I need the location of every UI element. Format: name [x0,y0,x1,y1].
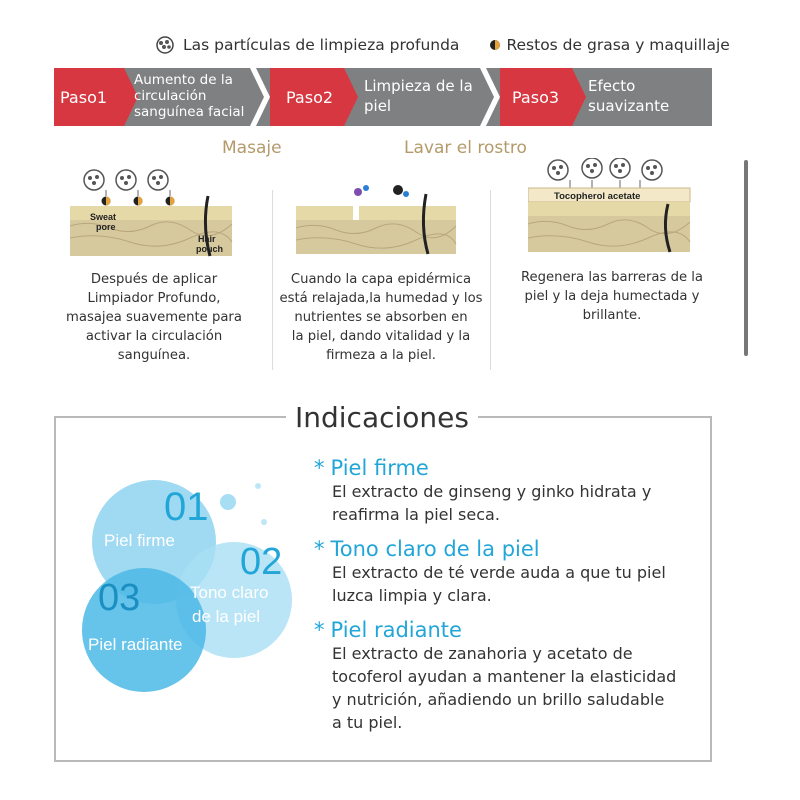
nutrient-icon [403,191,409,197]
phase-massage: Masaje [222,138,282,158]
circle-piel-radiante [82,568,206,692]
particle-icon [641,159,663,181]
indication-text-line: luzca limpia y clara. [332,586,492,605]
desc-line: piel y la deja humectada y [524,289,700,304]
steps-bar: Paso1 Aumento de la circulación sanguíne… [54,68,712,126]
desc-line: Regenera las barreras de la [520,270,704,285]
circle-num-01: 01 [164,485,209,529]
step-1-arrow [124,68,138,126]
residue-icon [490,40,501,50]
legend-item-particles: Las partículas de limpieza profunda [152,36,459,54]
tocopherol-label: Tocopherol acetate [554,191,640,202]
panel-divider [490,190,491,370]
circle-num-03: 03 [98,577,140,619]
step-3-desc: Efecto suavizante [588,76,669,116]
indication-text-line: tocoferol ayudan a mantener la elasticid… [332,667,677,686]
indications-circles: 01 Piel firme 02 Tono claro de la piel 0… [82,480,292,692]
step-divider-arrow [480,68,500,126]
indications-title: Indicaciones [295,401,469,434]
particle-icon [83,169,105,191]
particle-icon [581,158,603,179]
panel-3-description: Regenera las barreras de la piel y la de… [512,268,712,325]
nutrient-icon [363,185,369,191]
indication-text-line: reafirma la piel seca. [332,505,500,524]
indications-title-wrap: Indicaciones [286,398,478,438]
decor-dot [261,519,267,525]
indication-item-1: *Piel firme El extracto de ginseng y gin… [314,456,651,526]
pore-label: pore [96,222,116,232]
step-3-desc-line: suavizante [588,97,670,115]
indication-item-2: *Tono claro de la piel El extracto de té… [314,537,666,607]
step-2-arrow [344,68,358,126]
residue-icon [393,185,403,195]
step-3-desc-line: Efecto [588,77,636,95]
skin-diagram-wash [296,185,457,255]
star-icon: * [314,456,325,480]
desc-line: Limpiador Profundo, [87,291,221,306]
desc-line: firmeza a la piel. [326,348,436,363]
scrollbar[interactable] [744,160,748,356]
skin-diagram-massage: Sweat pore Hair pouch [70,169,233,257]
indication-text-line: El extracto de zanahoria y acetato de [332,644,633,663]
star-icon: * [314,537,325,561]
step-2-desc-line: piel [364,97,392,115]
legend-particles-label: Las partículas de limpieza profunda [183,36,460,54]
circle-label-02: de la piel [192,607,260,626]
desc-line: nutrientes se absorben en [294,310,468,325]
step-1-desc-line: circulación [134,88,207,104]
particle-icon [547,159,569,181]
panel-divider [272,190,273,370]
desc-line: Después de aplicar [90,272,218,287]
step-1-desc-line: sanguínea facial [134,104,245,120]
step-2-label: Paso2 [270,68,344,126]
particles-icon [156,36,174,54]
desc-line: brillante. [582,308,642,323]
indication-item-3: *Piel radiante El extracto de zanahoria … [314,618,676,734]
particle-icon [609,158,631,179]
decor-dot [220,494,236,510]
step-divider-arrow [250,68,270,126]
desc-line: masajea suavemente para [66,310,242,325]
indication-text-line: a tu piel. [332,713,403,732]
circle-num-02: 02 [240,541,282,583]
desc-line: está relajada,la humedad y los [279,291,483,306]
indication-text-line: y nutrición, añadiendo un brillo saludab… [332,690,665,709]
indication-title: Tono claro de la piel [330,537,540,561]
indication-text-line: El extracto de té verde auda a que tu pi… [332,563,666,582]
panel-1-description: Después de aplicar Limpiador Profundo, m… [62,270,246,365]
circle-label-03: Piel radiante [88,635,183,654]
legend-item-residue: Restos de grasa y maquillaje [489,36,730,54]
particle-icon [115,169,137,191]
skin-diagram-smoothing: Tocopherol acetate [528,158,691,253]
pouch-label: pouch [196,244,223,254]
hair-label: Hair [198,234,216,244]
panel-2-description: Cuando la capa epidérmica está relajada,… [276,270,486,365]
particle-icon [147,169,169,191]
indication-title: Piel radiante [330,618,462,642]
circle-label-02: Tono claro [190,583,268,602]
nutrient-icon [354,188,362,196]
phase-wash: Lavar el rostro [404,138,527,158]
step-3-arrow [572,68,586,126]
step-1-label: Paso1 [54,68,124,126]
desc-line: activar la circulación [85,329,223,344]
desc-line: Cuando la capa epidérmica [290,272,472,287]
legend: Las partículas de limpieza profunda Rest… [152,36,752,54]
indication-title: Piel firme [330,456,429,480]
step-1-desc: Aumento de la circulación sanguínea faci… [134,72,244,120]
step-2-desc-line: Limpieza de la [364,77,473,95]
legend-residue-label: Restos de grasa y maquillaje [506,36,730,54]
step-3-label: Paso3 [500,68,572,126]
step-2-desc: Limpieza de la piel [364,76,473,116]
indication-text-line: El extracto de ginseng y ginko hidrata y [332,482,652,501]
star-icon: * [314,618,325,642]
desc-line: sanguínea. [117,348,191,363]
decor-dot [255,483,261,489]
sweat-label: Sweat [90,212,116,222]
step-1-desc-line: Aumento de la [134,72,233,88]
circle-label-01: Piel firme [104,531,175,550]
desc-line: la piel, dando vitalidad y la [291,329,471,344]
